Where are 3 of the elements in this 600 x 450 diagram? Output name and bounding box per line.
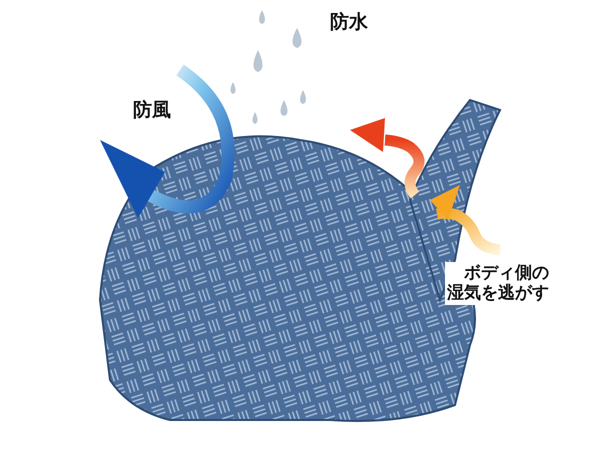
callout-label: ボディ側の湿気を逃がす [445, 262, 551, 306]
callout-label: 防水 [330, 12, 368, 34]
callout-label: 防風 [133, 100, 171, 122]
